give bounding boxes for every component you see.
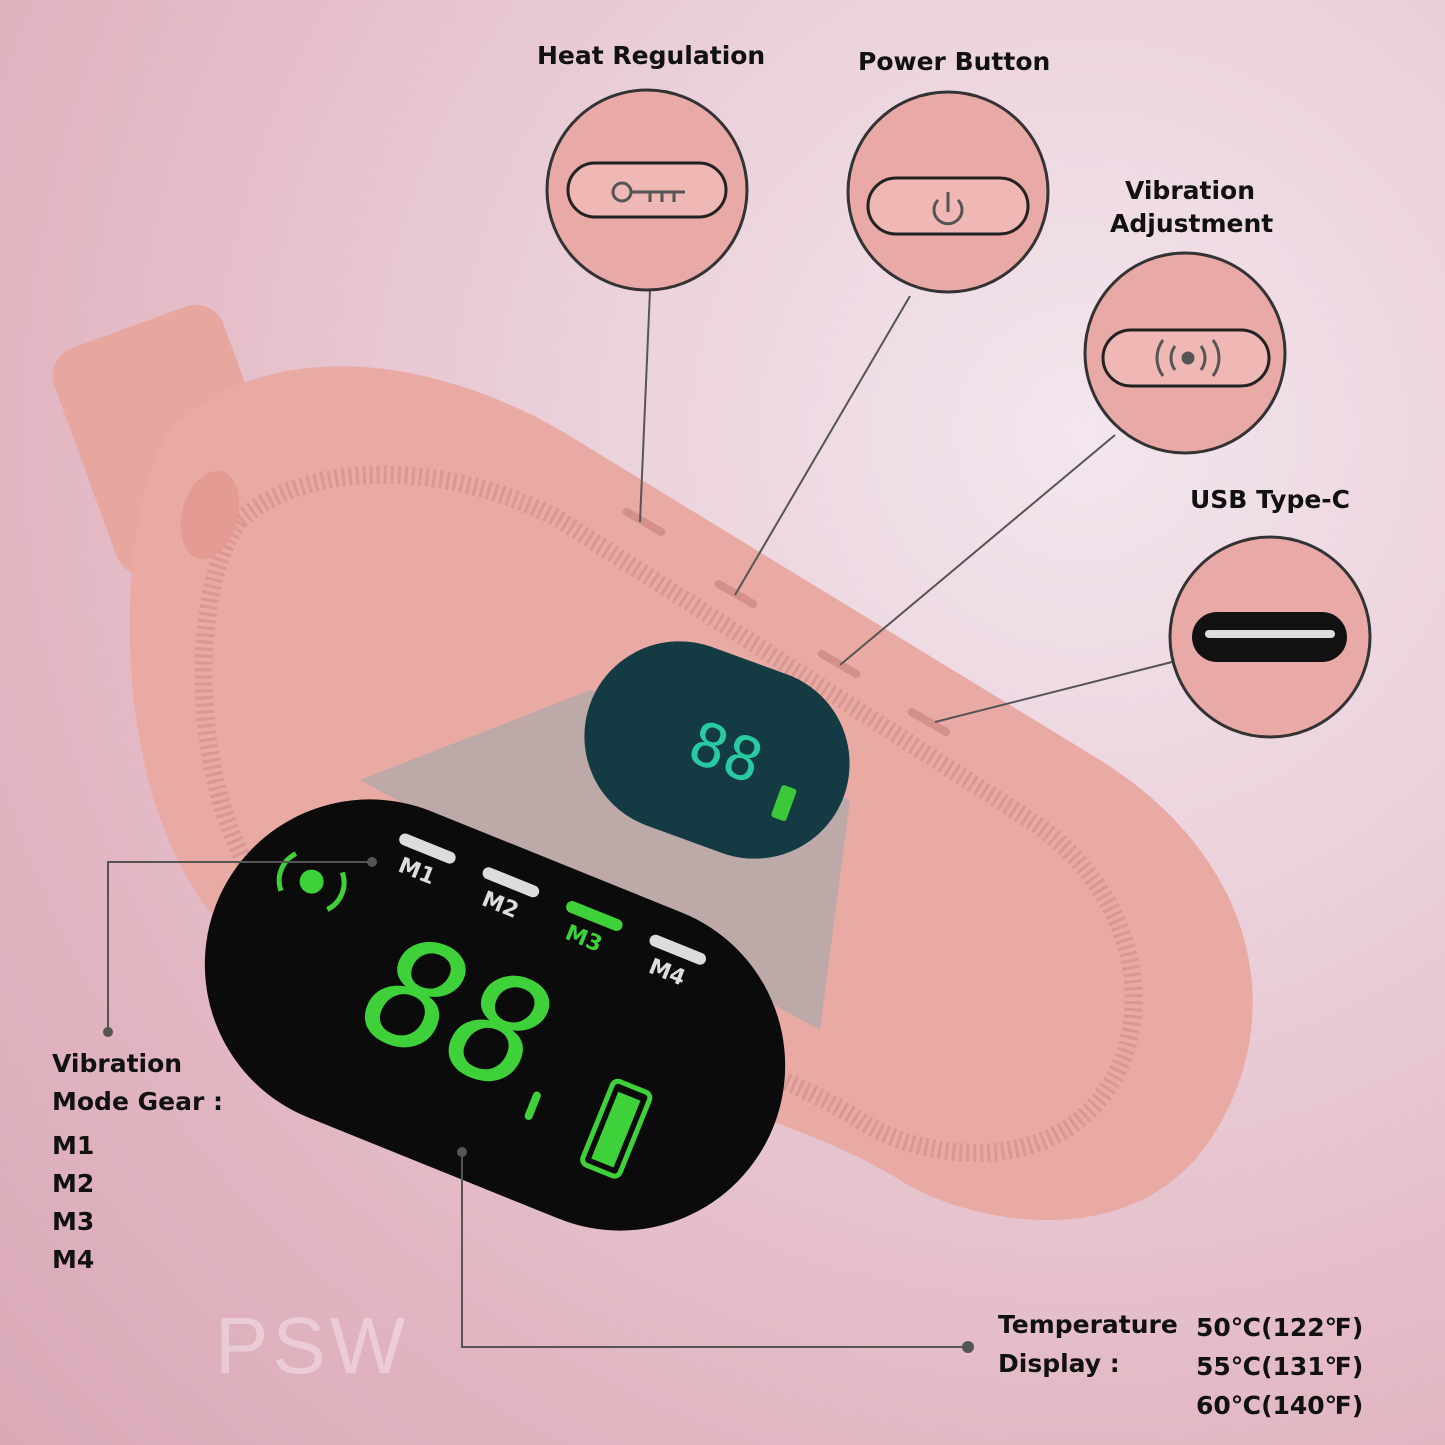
- vibration-adjustment-line2: Adjustment: [1110, 208, 1274, 238]
- vibration-adjustment-line1: Vibration: [1124, 176, 1256, 205]
- temperature-title-2: Display :: [998, 1349, 1120, 1378]
- vibration-adjustment-label: Vibration Adjustment: [1110, 175, 1274, 240]
- temperature-title: Temperature Display :: [998, 1305, 1178, 1383]
- temp-value-55: 55℃(131℉): [1196, 1352, 1364, 1381]
- heat-regulation-label: Heat Regulation: [537, 41, 766, 70]
- power-button-zoom: [846, 90, 1050, 294]
- power-icon: [932, 192, 964, 226]
- mode-m4: M4: [52, 1245, 95, 1274]
- temperature-title-1: Temperature: [998, 1310, 1178, 1339]
- vibration-icon: [299, 869, 324, 894]
- mode-m3: M3: [52, 1207, 95, 1236]
- usb-type-c-label: USB Type-C: [1190, 485, 1351, 514]
- temperature-values: 50℃(122℉) 55℃(131℉) 60℃(140℉): [1196, 1308, 1363, 1425]
- usb-type-c-zoom: [1168, 535, 1372, 739]
- temp-value-50: 50℃(122℉): [1196, 1313, 1364, 1342]
- watermark: PSW: [215, 1301, 410, 1390]
- mode-m1: M1: [52, 1131, 95, 1160]
- vibration-mode-legend: Vibration Mode Gear : M1 M2 M3 M4: [52, 1045, 223, 1279]
- heat-regulation-zoom: [545, 88, 749, 292]
- usb-c-port-icon: [1205, 630, 1335, 638]
- vibration-mode-title-2: Mode Gear :: [52, 1087, 223, 1116]
- thermometer-icon: [524, 1091, 541, 1120]
- vibration-adjustment-zoom: [1083, 251, 1287, 455]
- small-display: 88: [584, 641, 850, 859]
- power-button-label: Power Button: [858, 47, 1051, 76]
- key-icon: [611, 181, 685, 203]
- vibration-mode-title-1: Vibration: [52, 1049, 183, 1078]
- battery-icon: [580, 1078, 653, 1179]
- mode-m2: M2: [52, 1169, 95, 1198]
- callout-lines: [107, 289, 1173, 1348]
- vibration-icon: [1155, 339, 1221, 377]
- temp-value-60: 60℃(140℉): [1196, 1391, 1364, 1420]
